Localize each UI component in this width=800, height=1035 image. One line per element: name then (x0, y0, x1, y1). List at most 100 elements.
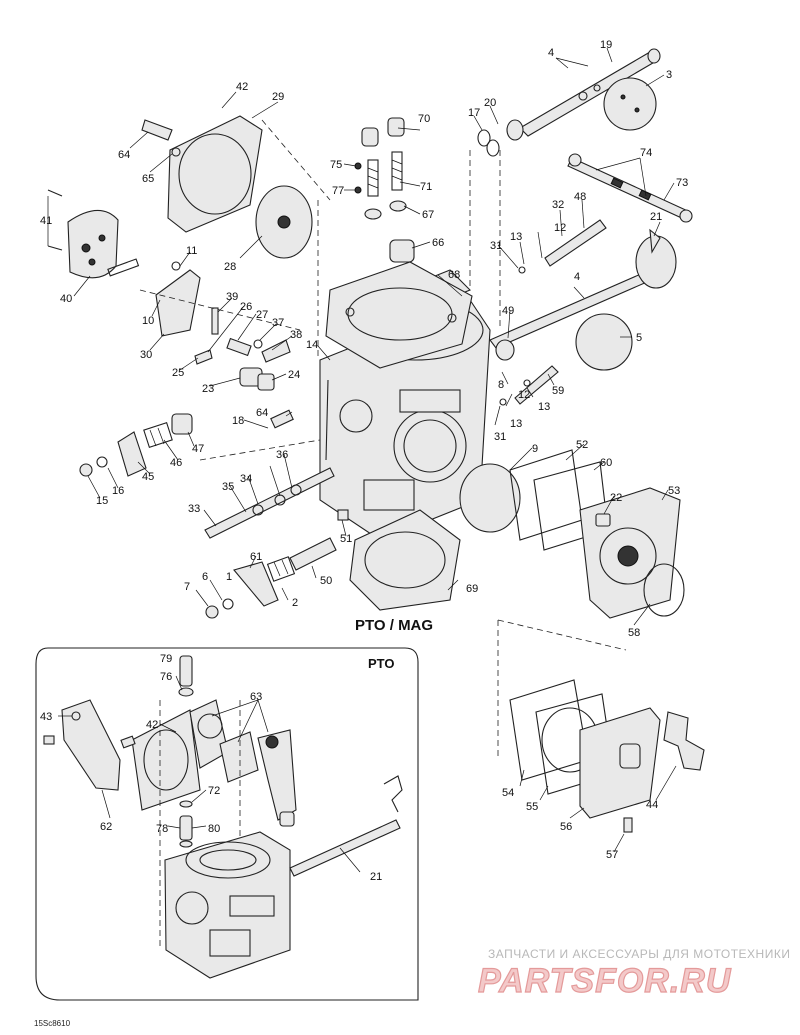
callout-31: 31 (490, 240, 502, 252)
lower-right-stack-part (509, 679, 705, 833)
callout-41: 41 (40, 215, 52, 227)
callout-4: 4 (548, 47, 554, 59)
callout-70: 70 (418, 113, 430, 125)
callout-12: 12 (554, 222, 566, 234)
main-view-label: PTO / MAG (355, 617, 433, 634)
callout-29: 29 (272, 91, 284, 103)
callout-58: 58 (628, 627, 640, 639)
callout-72: 72 (208, 785, 220, 797)
callout-61: 61 (250, 551, 262, 563)
callout-33: 33 (188, 503, 200, 515)
pto-inset-frame (35, 647, 419, 1001)
callout-1: 1 (226, 571, 232, 583)
throttle-shaft-part (519, 48, 661, 137)
callout-65: 65 (142, 173, 154, 185)
callout-30: 30 (140, 349, 152, 361)
callout-40: 40 (60, 293, 72, 305)
pto-body-part (164, 831, 291, 979)
callout-54: 54 (502, 787, 514, 799)
callout-55: 55 (526, 801, 538, 813)
callout-78: 78 (156, 823, 168, 835)
pto-shaft-21-part (289, 775, 403, 877)
callout-31-low: 31 (494, 431, 506, 443)
callout-3: 3 (666, 69, 672, 81)
cover-40-part (67, 209, 119, 279)
callout-32: 32 (552, 199, 564, 211)
inset-view-label: PTO (368, 656, 395, 671)
callout-67: 67 (422, 209, 434, 221)
leader-lines (47, 47, 677, 873)
callout-11: 11 (186, 245, 197, 257)
callout-44: 44 (646, 799, 658, 811)
callout-46: 46 (170, 457, 182, 469)
callout-13: 13 (510, 231, 522, 243)
callout-21-inset: 21 (370, 871, 382, 883)
callout-77: 77 (332, 185, 344, 197)
pump-cover-part (167, 115, 313, 259)
callout-51: 51 (340, 533, 352, 545)
callout-63: 63 (250, 691, 262, 703)
callout-23: 23 (202, 383, 214, 395)
callout-64-mid: 64 (256, 407, 268, 419)
callout-73: 73 (676, 177, 688, 189)
callout-13-low: 13 (510, 418, 522, 430)
callout-60: 60 (600, 457, 612, 469)
watermark-tagline: ЗАПЧАСТИ И АКСЕССУАРЫ ДЛЯ МОТОТЕХНИКИ (488, 947, 790, 961)
callout-12-mid: 12 (518, 389, 530, 401)
callout-7: 7 (184, 581, 190, 593)
callout-69: 69 (466, 583, 478, 595)
callout-8: 8 (498, 379, 504, 391)
callout-45: 45 (142, 471, 154, 483)
callout-80: 80 (208, 823, 220, 835)
parts-artwork (35, 48, 705, 1001)
callout-16: 16 (112, 485, 124, 497)
callout-17: 17 (468, 107, 480, 119)
drawing-code: 15Sc8610 (34, 1019, 71, 1028)
callout-19: 19 (600, 39, 612, 51)
callout-13-mid: 13 (538, 401, 550, 413)
callout-5: 5 (636, 332, 642, 344)
callout-38: 38 (290, 329, 302, 341)
callout-50: 50 (320, 575, 332, 587)
jets-part (354, 117, 415, 263)
callout-labels: 1 2 3 4 5 6 7 8 9 10 11 12 13 14 15 16 1… (40, 39, 688, 883)
callout-22: 22 (610, 492, 622, 504)
callout-71: 71 (420, 181, 432, 193)
callout-26: 26 (240, 301, 252, 313)
callout-79: 79 (160, 653, 172, 665)
left-assembly-part (79, 413, 335, 539)
callout-47: 47 (192, 443, 204, 455)
callout-39: 39 (226, 291, 238, 303)
callout-35: 35 (222, 481, 234, 493)
callout-59: 59 (552, 385, 564, 397)
link-rod-part (567, 153, 693, 223)
callout-37: 37 (272, 317, 284, 329)
callout-48: 48 (574, 191, 586, 203)
callout-64: 64 (118, 149, 130, 161)
callout-52: 52 (576, 439, 588, 451)
callout-43: 43 (40, 711, 52, 723)
callout-15: 15 (96, 495, 108, 507)
callout-62: 62 (100, 821, 112, 833)
callout-20: 20 (484, 97, 496, 109)
shaft-21-part (489, 228, 677, 371)
callout-56: 56 (560, 821, 572, 833)
callout-42: 42 (236, 81, 248, 93)
gasket-68-part (325, 261, 473, 369)
callout-49: 49 (502, 305, 514, 317)
gasket-69-part (349, 509, 461, 611)
callout-68: 68 (448, 269, 460, 281)
callout-75: 75 (330, 159, 342, 171)
callout-36: 36 (276, 449, 288, 461)
callout-27: 27 (256, 309, 268, 321)
callout-4-mid: 4 (574, 271, 580, 283)
callout-2: 2 (292, 597, 298, 609)
callout-10: 10 (142, 315, 154, 327)
callout-18: 18 (232, 415, 244, 427)
callout-6: 6 (202, 571, 208, 583)
pto-assembly-part (43, 655, 297, 848)
callout-14: 14 (306, 339, 318, 351)
watermark-logo: PARTSFOR.RU (478, 962, 732, 1000)
callout-66: 66 (432, 237, 444, 249)
